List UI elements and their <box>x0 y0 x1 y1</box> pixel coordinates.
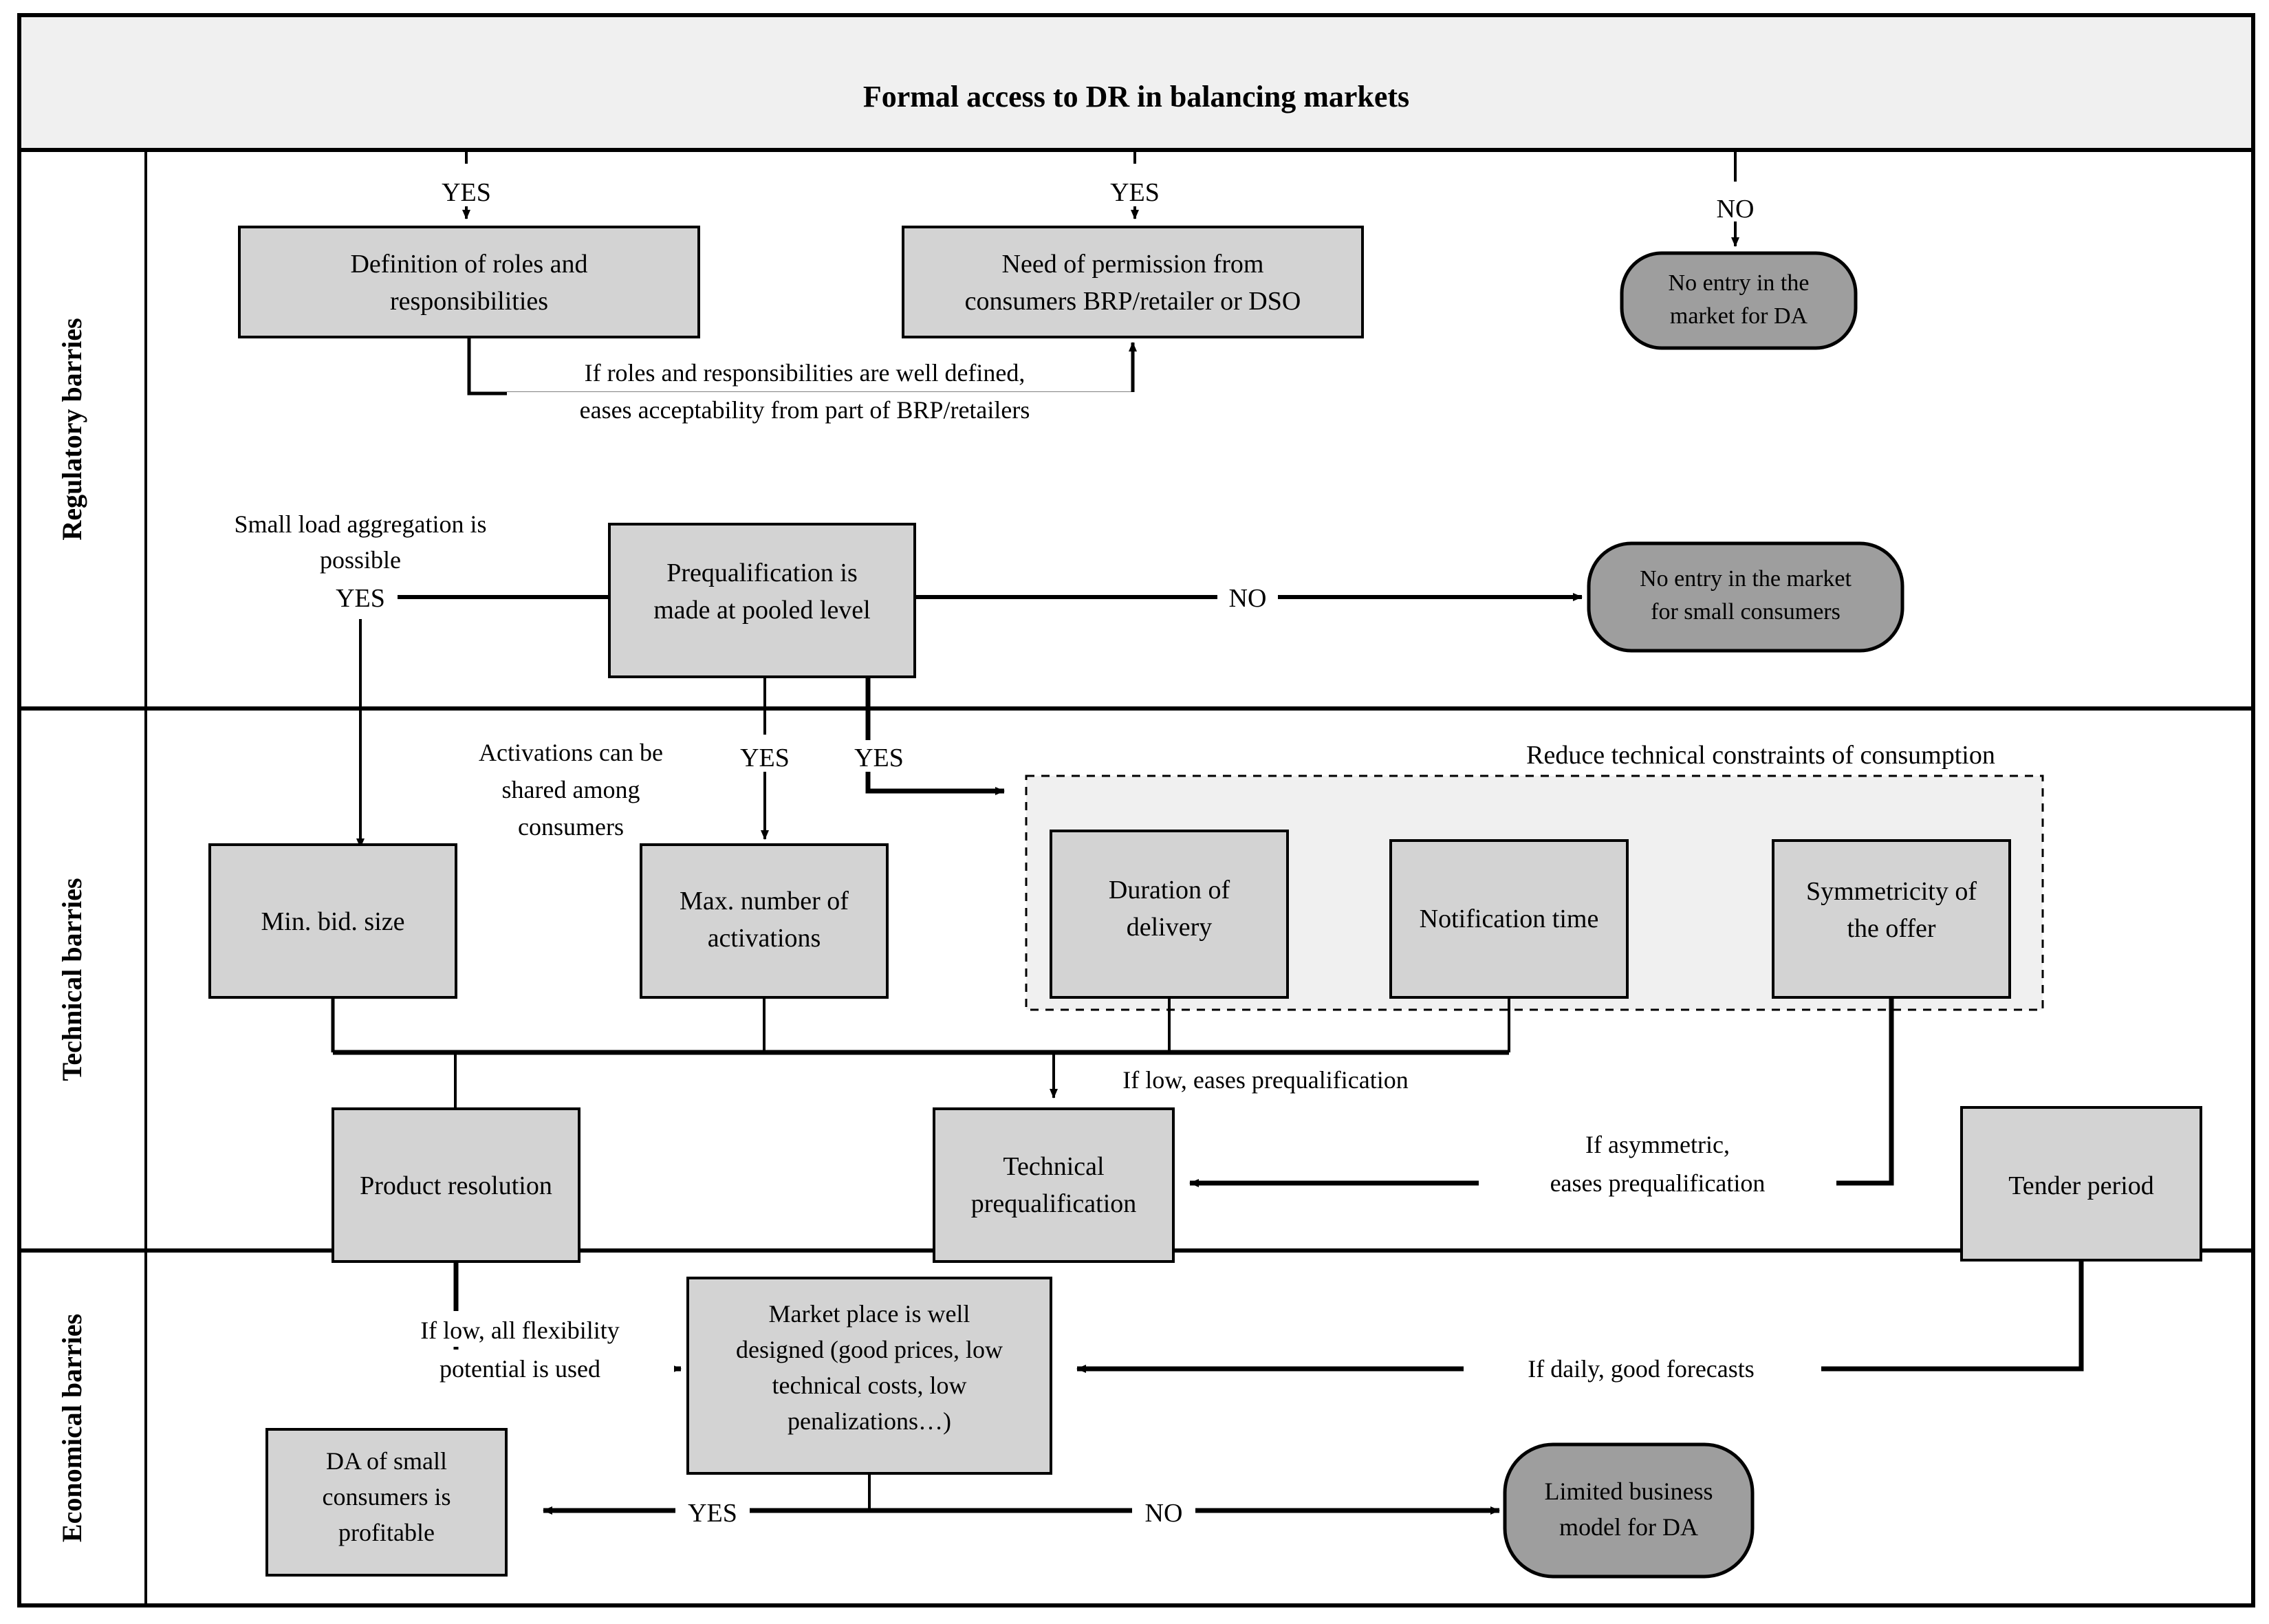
node-market-place-well-designed[interactable]: Market place is well designed (good pric… <box>686 1277 1052 1475</box>
edge-label-yes-small-load: YES <box>336 584 385 613</box>
node-max-number-activations[interactable]: Max. number of activations <box>640 843 889 999</box>
node-label-line: technical costs, low <box>772 1372 967 1399</box>
node-label-line: Duration of <box>1109 876 1230 905</box>
edge-label-if-daily-good-forecasts: If daily, good forecasts <box>1528 1355 1755 1383</box>
edge-label-yes-max-activations: YES <box>740 744 790 772</box>
edge-label-if-asymmetric-eases: If asymmetric, <box>1585 1131 1730 1158</box>
edge-label-small-load-aggregation: Small load aggregation is <box>235 510 487 538</box>
label-mask <box>675 1494 750 1528</box>
edge-label-if-low-eases-prequal: If low, eases prequalification <box>1122 1066 1409 1094</box>
edge-label-roles-well-defined: eases acceptability from part of BRP/ret… <box>580 396 1030 424</box>
label-mask <box>1479 1165 1836 1204</box>
node-label-line: the offer <box>1847 914 1935 943</box>
label-mask <box>846 740 912 772</box>
edge-label-yes-da-profitable: YES <box>688 1499 737 1528</box>
row-label-regulatory: Regulatory barries <box>56 318 87 540</box>
edge-label-if-low-all-flexibility: potential is used <box>439 1355 600 1383</box>
node-label-line: Product resolution <box>360 1171 552 1200</box>
group-label-reduce-technical-constraints: Reduce technical constraints of consumpt… <box>1526 741 1995 770</box>
node-label-line: designed (good prices, low <box>736 1336 1003 1363</box>
edge-prequalification-to-reduce-constraints <box>865 677 1005 795</box>
edge-label-yes-need-permission: YES <box>1110 178 1160 207</box>
label-mask <box>507 392 1140 426</box>
edge-label-no-limited-business: NO <box>1145 1499 1183 1528</box>
node-need-of-permission[interactable]: Need of permission from consumers BRP/re… <box>902 226 1364 338</box>
edge-label-small-load-aggregation: possible <box>320 546 401 574</box>
node-label-line: Min. bid. size <box>261 907 405 936</box>
edge-label-no-prequalification-small: NO <box>1229 584 1267 613</box>
node-label-line: Technical <box>1003 1152 1104 1181</box>
label-mask <box>1217 581 1278 614</box>
node-technical-prequalification[interactable]: Technical prequalification <box>933 1107 1175 1263</box>
edge-label-if-asymmetric-eases: eases prequalification <box>1550 1169 1766 1197</box>
node-label-line: Need of permission from <box>1002 250 1264 279</box>
node-product-resolution[interactable]: Product resolution <box>332 1107 580 1263</box>
node-min-bid-size[interactable]: Min. bid. size <box>208 843 457 999</box>
label-mask <box>507 359 1098 391</box>
header-title: Formal access to DR in balancing markets <box>863 80 1409 113</box>
node-label-line: for small consumers <box>1651 599 1841 625</box>
label-mask <box>1464 1350 1821 1388</box>
row-label-technical: Technical barries <box>56 878 87 1081</box>
node-tender-period[interactable]: Tender period <box>1960 1106 2202 1262</box>
edge-label-activations-shared: Activations can be <box>479 739 663 766</box>
node-label-line: No entry in the market <box>1640 566 1852 592</box>
node-duration-of-delivery[interactable]: Duration of delivery <box>1050 830 1289 999</box>
edge-label-if-low-all-flexibility: If low, all flexibility <box>420 1317 620 1344</box>
node-prequalification-pooled[interactable]: Prequalification is made at pooled level <box>608 523 916 678</box>
node-no-entry-small-consumers[interactable]: No entry in the market for small consume… <box>1587 541 1904 653</box>
edge-label-yes-reduce-constraints: YES <box>854 744 904 772</box>
edge-label-activations-shared: shared among <box>502 776 640 803</box>
node-label-line: No entry in the <box>1669 270 1810 296</box>
node-label-line: Market place is well <box>769 1300 970 1328</box>
node-label-line: Definition of roles and <box>350 250 587 279</box>
label-mask <box>371 1350 674 1388</box>
node-label-line: Symmetricity of <box>1806 877 1977 906</box>
node-definition-of-roles[interactable]: Definition of roles and responsibilities <box>238 226 700 338</box>
edge-technical-bus <box>331 997 1510 1113</box>
node-label-line: consumers BRP/retailer or DSO <box>965 287 1301 316</box>
node-symmetricity-of-offer[interactable]: Symmetricity of the offer <box>1772 839 2011 999</box>
node-label-line: profitable <box>338 1519 435 1546</box>
node-limited-business-model[interactable]: Limited business model for DA <box>1503 1442 1755 1579</box>
label-mask <box>1132 1494 1195 1528</box>
label-mask <box>1479 1125 1836 1161</box>
node-label-line: market for DA <box>1670 303 1808 329</box>
edge-symmetricity-to-technical-prequalification <box>1189 997 1894 1187</box>
node-no-entry-market-da[interactable]: No entry in the market for DA <box>1620 251 1858 350</box>
row-label-economical: Economical barries <box>56 1314 87 1542</box>
node-label-line: Limited business <box>1545 1477 1713 1505</box>
node-label-line: Max. number of <box>680 887 849 916</box>
edge-label-activations-shared: consumers <box>518 813 624 841</box>
node-da-small-consumers-profitable[interactable]: DA of small consumers is profitable <box>265 1428 508 1577</box>
edge-small-load-to-prequalification <box>356 595 609 848</box>
node-label-line: DA of small <box>326 1447 447 1475</box>
node-label-line: responsibilities <box>390 287 548 316</box>
edge-label-roles-well-defined: If roles and responsibilities are well d… <box>585 359 1025 387</box>
node-notification-time[interactable]: Notification time <box>1389 839 1629 999</box>
node-label-line: made at pooled level <box>653 596 871 625</box>
node-label-line: consumers is <box>323 1483 451 1511</box>
node-label-line: Tender period <box>2008 1171 2154 1200</box>
node-label-line: delivery <box>1127 913 1213 942</box>
node-label-line: model for DA <box>1559 1513 1698 1541</box>
node-label-line: Prequalification is <box>666 559 858 587</box>
node-label-line: prequalification <box>971 1189 1137 1218</box>
node-label-line: activations <box>708 924 821 953</box>
label-mask <box>371 1311 674 1347</box>
edge-tender-period-to-market-place <box>1076 1262 2084 1373</box>
node-label-line: penalizations…) <box>788 1407 951 1435</box>
edge-label-yes-definition-roles: YES <box>442 178 491 207</box>
node-label-line: Notification time <box>1420 905 1599 933</box>
edge-label-no-market-da: NO <box>1717 195 1755 224</box>
